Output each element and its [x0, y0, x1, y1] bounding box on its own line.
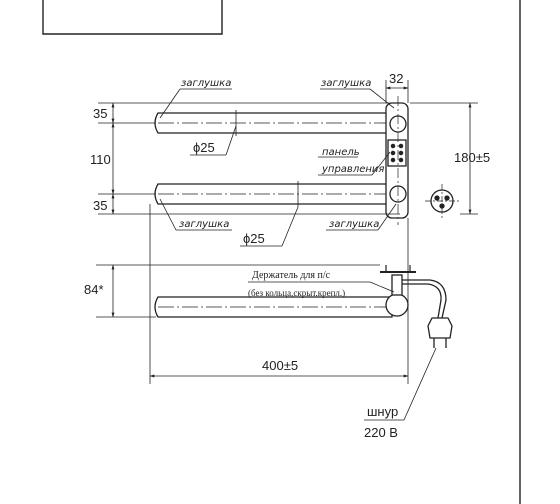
title-block-frame	[42, 0, 521, 504]
label-cord-1: шнур	[367, 404, 398, 419]
leader-holder	[248, 281, 395, 293]
power-plug-icon	[427, 317, 453, 348]
leader-panel	[318, 151, 391, 176]
heater-housing	[385, 96, 409, 225]
front-housing	[380, 265, 416, 317]
dim-32: 32	[389, 71, 403, 86]
label-plug-top-right: заглушка	[321, 78, 371, 89]
dim-84-lines	[96, 264, 380, 318]
socket-side-view	[425, 184, 459, 218]
label-cord-2: 220 В	[364, 425, 398, 440]
label-plug-bottom-left: заглушка	[179, 219, 229, 230]
dim-180: 180±5	[454, 150, 490, 165]
front-bar	[154, 296, 393, 318]
leader-dia-bottom	[240, 206, 299, 247]
dim-dia-top: ϕ25	[193, 140, 215, 155]
leader-dia-top	[190, 125, 237, 156]
lower-bar	[154, 181, 393, 207]
label-panel-2: управления	[321, 164, 384, 175]
dim-110: 110	[90, 152, 111, 167]
dim-400-lines	[149, 204, 409, 384]
label-holder-1: Держатель для п/с	[252, 270, 331, 281]
leader-plug-top-left	[159, 88, 232, 119]
leader-cord	[364, 347, 437, 421]
power-cord	[402, 279, 447, 319]
dim-32-lines	[385, 80, 409, 103]
dim-35-top: 35	[93, 106, 107, 121]
label-plug-top-left: заглушка	[181, 78, 231, 89]
dim-dia-bottom: ϕ25	[243, 231, 265, 246]
dim-84: 84*	[84, 282, 104, 297]
dim-35-bottom: 35	[93, 198, 107, 213]
leader-plug-bottom-right	[326, 203, 397, 231]
dim-400: 400±5	[262, 358, 298, 373]
upper-bar	[154, 110, 393, 136]
left-dimensions	[98, 102, 400, 215]
dim-180-lines	[410, 102, 478, 215]
label-panel-1: панель	[322, 147, 360, 158]
label-plug-bottom-right: заглушка	[329, 219, 379, 230]
label-holder-2: (без кольца,скрыт.крепл.)	[248, 288, 345, 298]
leader-plug-top-right	[320, 88, 395, 109]
leader-plug-bottom-left	[159, 198, 232, 231]
